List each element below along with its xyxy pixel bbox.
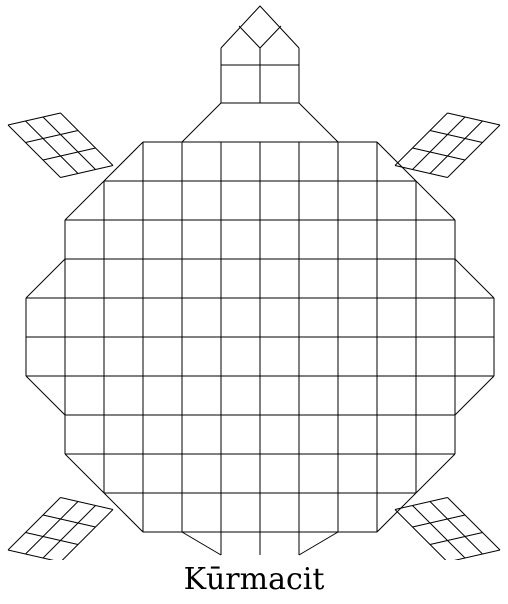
shell-chamfer	[416, 181, 455, 220]
leg-front-right	[430, 131, 483, 143]
leg-back-right	[413, 506, 466, 559]
leg-front-right	[413, 148, 466, 160]
neck-shoulder	[299, 103, 338, 142]
leg-back-right	[430, 533, 483, 545]
leg-front-left	[26, 131, 79, 143]
leg-back-right	[395, 498, 448, 510]
kurmacit-turtle-diagram	[0, 0, 508, 560]
leg-front-right	[430, 121, 483, 174]
shell-chamfer	[377, 493, 416, 532]
leg-front-left	[8, 125, 61, 178]
leg-front-right	[395, 166, 448, 178]
leg-back-right	[413, 515, 466, 527]
leg-back-right	[395, 510, 448, 561]
leg-back-left	[26, 533, 79, 545]
head-inner-lines	[239, 26, 281, 48]
shell-chamfer	[377, 142, 416, 181]
leg-front-left	[26, 121, 79, 174]
leg-back-left	[8, 550, 61, 560]
leg-back-left	[61, 498, 114, 510]
leg-back-left	[43, 515, 96, 527]
leg-back-left	[61, 510, 114, 561]
neck-shoulder	[182, 103, 221, 142]
leg-front-right	[448, 125, 501, 178]
shell-chamfer	[26, 376, 65, 415]
shell-chamfer	[455, 259, 494, 298]
head-outline	[221, 6, 299, 48]
leg-back-right	[448, 550, 501, 560]
tail-edge	[182, 532, 221, 555]
leg-front-right	[413, 117, 466, 170]
shell-chamfer	[104, 142, 143, 181]
leg-back-right	[448, 498, 501, 551]
leg-front-left	[61, 166, 114, 178]
leg-back-right	[430, 502, 483, 555]
shell-chamfer	[26, 259, 65, 298]
leg-front-left	[43, 148, 96, 160]
leg-front-left	[61, 113, 114, 166]
diagram-caption: Kūrmacit	[0, 560, 508, 600]
leg-front-right	[395, 113, 448, 166]
shell-chamfer	[65, 454, 104, 493]
leg-back-left	[8, 498, 61, 551]
leg-front-left	[43, 117, 96, 170]
leg-front-left	[8, 113, 61, 125]
leg-back-left	[43, 506, 96, 559]
shell-chamfer	[455, 376, 494, 415]
leg-front-right	[448, 113, 501, 125]
tail-edge	[299, 532, 338, 555]
leg-back-left	[26, 502, 79, 555]
shell-chamfer	[416, 454, 455, 493]
shell-chamfer	[65, 181, 104, 220]
